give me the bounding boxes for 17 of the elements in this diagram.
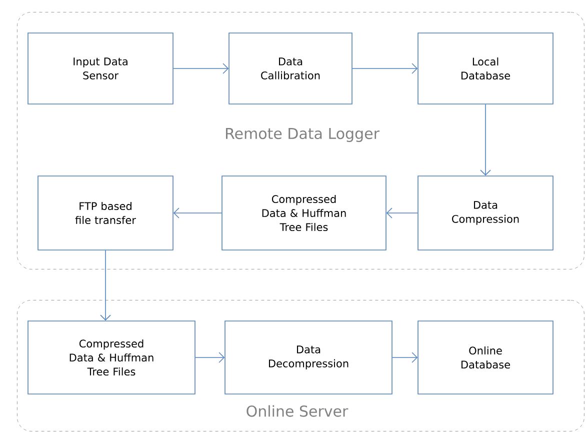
process-box: Compressed Data & Huffman Tree Files [28, 320, 196, 394]
process-box: Compressed Data & Huffman Tree Files [222, 176, 386, 250]
process-box: Data Decompression [224, 320, 392, 394]
arrow [352, 63, 418, 74]
arrow [173, 208, 222, 218]
process-box: FTP based file transfer [38, 176, 174, 250]
arrow [386, 208, 418, 218]
arrow [173, 63, 229, 74]
process-box: Input Data Sensor [28, 32, 174, 104]
arrow [195, 352, 225, 363]
arrow [392, 352, 418, 363]
arrow [480, 104, 491, 176]
process-box: Data Callibration [228, 32, 352, 104]
process-box: Online Database [418, 320, 554, 394]
arrow [100, 250, 111, 321]
process-box: Data Compression [418, 176, 554, 250]
process-box: Local Database [418, 32, 554, 104]
